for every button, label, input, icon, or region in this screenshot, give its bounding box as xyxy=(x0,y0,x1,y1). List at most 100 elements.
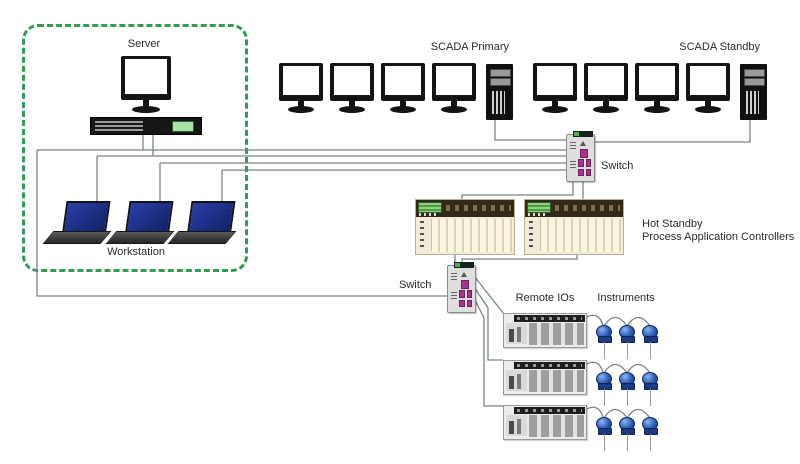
rio-modules xyxy=(529,370,584,392)
remote-io-rack-1 xyxy=(503,313,587,348)
switch-port-grid xyxy=(578,159,591,176)
rio-power-supply xyxy=(506,323,527,344)
switch-port-grid xyxy=(459,290,472,307)
monitor-foot xyxy=(390,106,416,113)
plc-io-slots xyxy=(432,219,512,252)
instrument-1-1 xyxy=(596,325,612,361)
instrument-base xyxy=(644,428,658,435)
workstation-laptop-2 xyxy=(105,201,175,244)
controllers-label: Hot Standby Process Application Controll… xyxy=(642,218,794,244)
instrument-probe xyxy=(650,389,651,406)
switch-cap xyxy=(454,262,474,268)
switch-text-marks xyxy=(570,142,576,150)
monitor-neck xyxy=(400,101,406,107)
wire-primary-tower-switch xyxy=(494,120,566,141)
rack-vents xyxy=(95,121,143,131)
laptop-base xyxy=(167,231,237,244)
wire-inst-arc-2a xyxy=(603,363,628,374)
instrument-2-2 xyxy=(619,372,635,408)
instrument-probe xyxy=(604,389,605,406)
monitor-foot xyxy=(593,106,619,113)
monitor-screen xyxy=(588,66,624,95)
plc-display xyxy=(418,202,442,213)
wire-left-drop xyxy=(36,150,447,297)
wire-inst-arc-2b xyxy=(626,363,651,374)
workstation-label: Workstation xyxy=(107,246,165,258)
workstation-laptop-1 xyxy=(42,201,112,244)
monitor-foot xyxy=(695,106,721,113)
monitor-foot xyxy=(644,106,670,113)
monitor-screen xyxy=(125,59,167,94)
wire-switch1-plc1 xyxy=(461,180,574,200)
monitor-foot xyxy=(288,106,314,113)
switch-arrow xyxy=(580,141,586,146)
instrument-probe xyxy=(627,434,628,451)
workstation-laptop-3 xyxy=(167,201,237,244)
wire-inst-arc-1b xyxy=(626,316,651,327)
controllers-label-line2: Process Application Controllers xyxy=(642,231,795,243)
remote-ios-label: Remote IOs xyxy=(515,292,575,304)
monitor-screen xyxy=(436,66,472,95)
instrument-probe xyxy=(650,434,651,451)
monitor-screen xyxy=(385,66,421,95)
rio-power-supply xyxy=(506,415,527,436)
scada-standby-monitor-4 xyxy=(686,63,732,117)
rack-server-icon xyxy=(90,117,202,135)
monitor-foot xyxy=(339,106,365,113)
instrument-probe xyxy=(627,342,628,359)
tower-bay xyxy=(490,69,511,77)
instrument-3-3 xyxy=(642,417,658,453)
server-label: Server xyxy=(127,38,161,50)
instrument-base xyxy=(621,336,635,343)
plc-connectors xyxy=(446,205,511,211)
monitor-neck xyxy=(603,101,609,107)
rio-modules xyxy=(529,323,584,345)
monitor-neck xyxy=(349,101,355,107)
tower-bay xyxy=(490,78,511,86)
monitor-foot xyxy=(441,106,467,113)
scada-primary-monitor-1 xyxy=(279,63,325,117)
instrument-3-2 xyxy=(619,417,635,453)
instrument-1-3 xyxy=(642,325,658,361)
instrument-2-3 xyxy=(642,372,658,408)
controllers-label-line1: Hot Standby xyxy=(642,218,703,230)
instrument-probe xyxy=(604,342,605,359)
instrument-probe xyxy=(627,389,628,406)
monitor-neck xyxy=(298,101,304,107)
wire-inst-arc-3a xyxy=(603,408,628,419)
ethernet-switch-lower-icon xyxy=(447,262,476,313)
wire-switch2-rio1 xyxy=(473,275,505,315)
instruments-label: Instruments xyxy=(597,292,655,304)
instrument-2-1 xyxy=(596,372,612,408)
scada-primary-monitor-3 xyxy=(381,63,427,117)
plc-rack-2 xyxy=(524,199,624,255)
wire-rio3-inst xyxy=(584,406,604,418)
laptop-base xyxy=(105,231,175,244)
monitor-screen xyxy=(639,66,675,95)
tower-grille xyxy=(492,91,505,114)
wire-switch2-rio2 xyxy=(473,286,503,361)
instrument-base xyxy=(598,383,612,390)
monitor-neck xyxy=(143,100,149,106)
monitor-neck xyxy=(705,101,711,107)
plc-leds xyxy=(419,213,439,216)
scada-standby-monitor-1 xyxy=(533,63,579,117)
wire-inst-arc-1a xyxy=(603,316,628,327)
rio-modules xyxy=(529,415,584,437)
tower-bay xyxy=(744,78,765,86)
scada-primary-monitor-2 xyxy=(330,63,376,117)
ethernet-switch-upper-icon xyxy=(566,131,595,182)
instrument-base xyxy=(598,336,612,343)
scada-standby-tower-icon xyxy=(740,64,767,120)
scada-primary-monitor-4 xyxy=(432,63,478,117)
monitor-foot xyxy=(132,106,160,113)
monitor-neck xyxy=(552,101,558,107)
scada-standby-label: SCADA Standby xyxy=(679,41,760,53)
monitor-screen xyxy=(334,66,370,95)
instrument-3-1 xyxy=(596,417,612,453)
switch-port xyxy=(580,149,588,158)
server-zone-box xyxy=(22,24,248,272)
switch-text-marks xyxy=(451,292,457,300)
